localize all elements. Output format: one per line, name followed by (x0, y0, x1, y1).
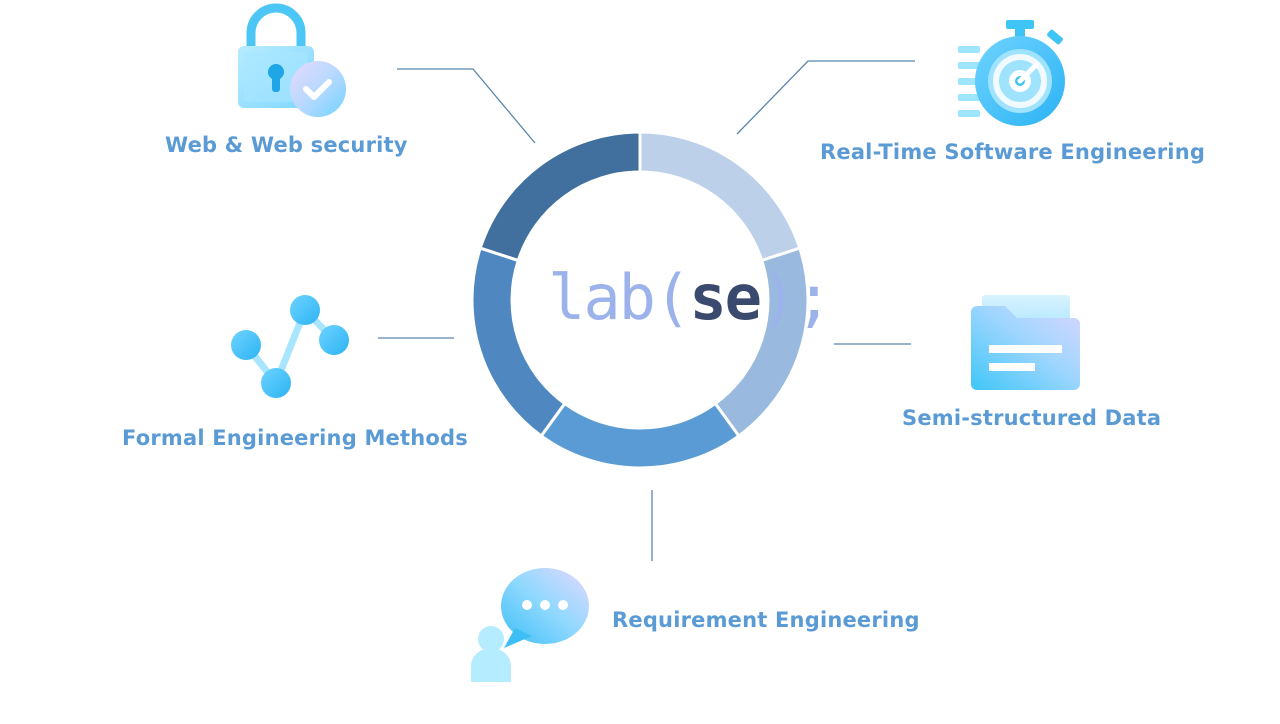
stopwatch-icon (958, 20, 1065, 126)
donut-ring (470, 130, 810, 470)
topic-semi-structured-data: Semi-structured Data (902, 406, 1162, 430)
topic-requirement-engineering: Requirement Engineering (612, 608, 920, 632)
labse-logo: lab(se); (548, 258, 833, 338)
topic-web-security: Web & Web security (165, 133, 408, 157)
logo-semicolon: ; (795, 261, 832, 334)
ring-segment-5 (478, 130, 642, 263)
logo-close-bracket: ) (759, 261, 797, 334)
chat-person-icon (471, 568, 589, 682)
ring-segment-1 (638, 130, 802, 263)
network-nodes-icon (231, 295, 349, 398)
connector-web-security (397, 68, 536, 144)
ring-segment-3 (539, 401, 741, 470)
topic-real-time-software-engineering: Real-Time Software Engineering (820, 140, 1206, 164)
logo-lab-text: lab (548, 261, 656, 334)
logo-se-text: se (689, 261, 762, 334)
topic-formal-engineering-methods: Formal Engineering Methods (122, 426, 468, 450)
lock-check-icon (238, 3, 346, 117)
connector-real-time (736, 60, 915, 135)
folder-icon (971, 295, 1080, 390)
logo-open-bracket: ( (653, 261, 691, 334)
